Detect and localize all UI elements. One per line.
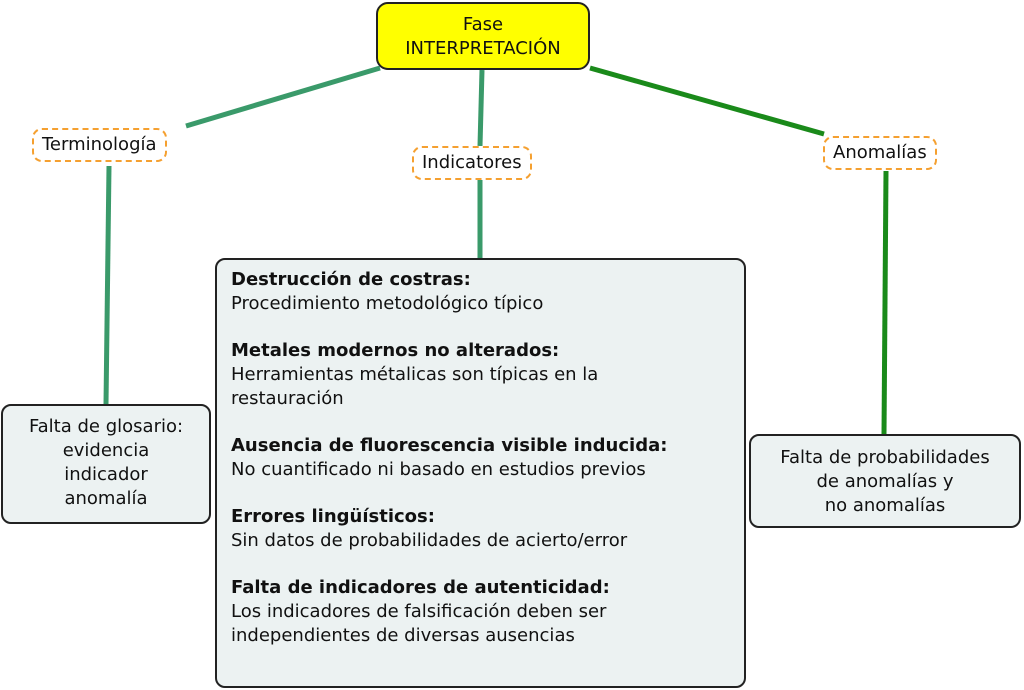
root-line2: INTERPRETACIÓN — [405, 38, 561, 59]
link-root-terminologia — [185, 65, 381, 129]
link-root-anomalias — [589, 65, 825, 137]
indicator-text: Procedimiento metodológico típico — [231, 293, 544, 314]
indicatores-box: Destrucción de costras: Procedimiento met… — [215, 258, 746, 688]
indicator-item: Destrucción de costras: Procedimiento met… — [231, 268, 730, 316]
box-line: evidencia — [62, 440, 150, 461]
indicator-text: Sin datos de probabilidades de acierto/e… — [231, 530, 628, 551]
box-line: Falta de glosario: — [28, 416, 184, 437]
link-anomalias-box — [881, 170, 889, 435]
label-anomalias: Anomalías — [823, 136, 937, 170]
indicator-title: Falta de indicadores de autenticidad: — [231, 577, 610, 598]
link-terminologia-box — [103, 165, 112, 405]
box-line: de anomalías y — [816, 471, 954, 492]
box-line: Falta de probabilidades — [780, 447, 990, 468]
indicator-item: Metales modernos no alterados: Herramient… — [231, 339, 730, 411]
terminologia-box: Falta de glosario: evidencia indicador a… — [1, 404, 211, 524]
indicator-title: Errores lingüísticos: — [231, 506, 435, 527]
label-indicatores: Indicatores — [412, 146, 532, 180]
indicator-text: Herramientas métalicas son típicas en la… — [231, 364, 599, 409]
link-root-indicatores — [477, 69, 485, 147]
indicator-text: No cuantificado ni basado en estudios pr… — [231, 459, 646, 480]
indicator-title: Ausencia de fluorescencia visible induci… — [231, 435, 668, 456]
box-line: indicador — [64, 464, 148, 485]
indicator-title: Metales modernos no alterados: — [231, 340, 560, 361]
root-line1: Fase — [462, 14, 504, 35]
indicator-item: Ausencia de fluorescencia visible induci… — [231, 434, 730, 482]
box-line: anomalía — [64, 488, 148, 509]
indicator-item: Errores lingüísticos: Sin datos de probab… — [231, 505, 730, 553]
box-line: no anomalías — [824, 495, 946, 516]
indicator-text: Los indicadores de falsificación deben s… — [231, 601, 607, 646]
indicator-item: Falta de indicadores de autenticidad: Los… — [231, 576, 730, 648]
label-terminologia: Terminología — [32, 128, 167, 162]
anomalias-box: Falta de probabilidades de anomalías y n… — [749, 434, 1021, 528]
indicator-title: Destrucción de costras: — [231, 269, 471, 290]
root-node: Fase INTERPRETACIÓN — [376, 2, 590, 70]
